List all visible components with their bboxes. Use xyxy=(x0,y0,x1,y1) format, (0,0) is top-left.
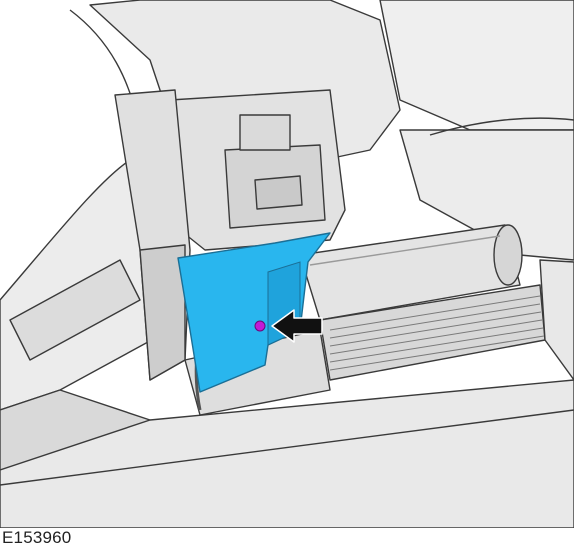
left-trim-inner xyxy=(9,259,141,361)
left-column-shade xyxy=(139,244,186,381)
technical-illustration xyxy=(0,0,574,528)
figure-id-label: E153960 xyxy=(2,528,72,547)
upper-right-panel xyxy=(379,0,574,131)
cylinder-highlight xyxy=(309,235,501,266)
screw-icon xyxy=(254,320,266,332)
module-connector xyxy=(239,114,291,151)
right-lower-panel xyxy=(539,259,574,381)
bottom-sill xyxy=(0,379,574,528)
bottom-sill-edge xyxy=(0,409,574,486)
cylinder-end xyxy=(493,224,523,286)
right-surface xyxy=(399,129,574,261)
right-curved-edge xyxy=(429,117,574,136)
arrow-left-icon xyxy=(271,309,323,343)
rib-lines xyxy=(329,295,545,371)
cylinder-body xyxy=(299,224,521,321)
module-mark xyxy=(254,175,303,210)
